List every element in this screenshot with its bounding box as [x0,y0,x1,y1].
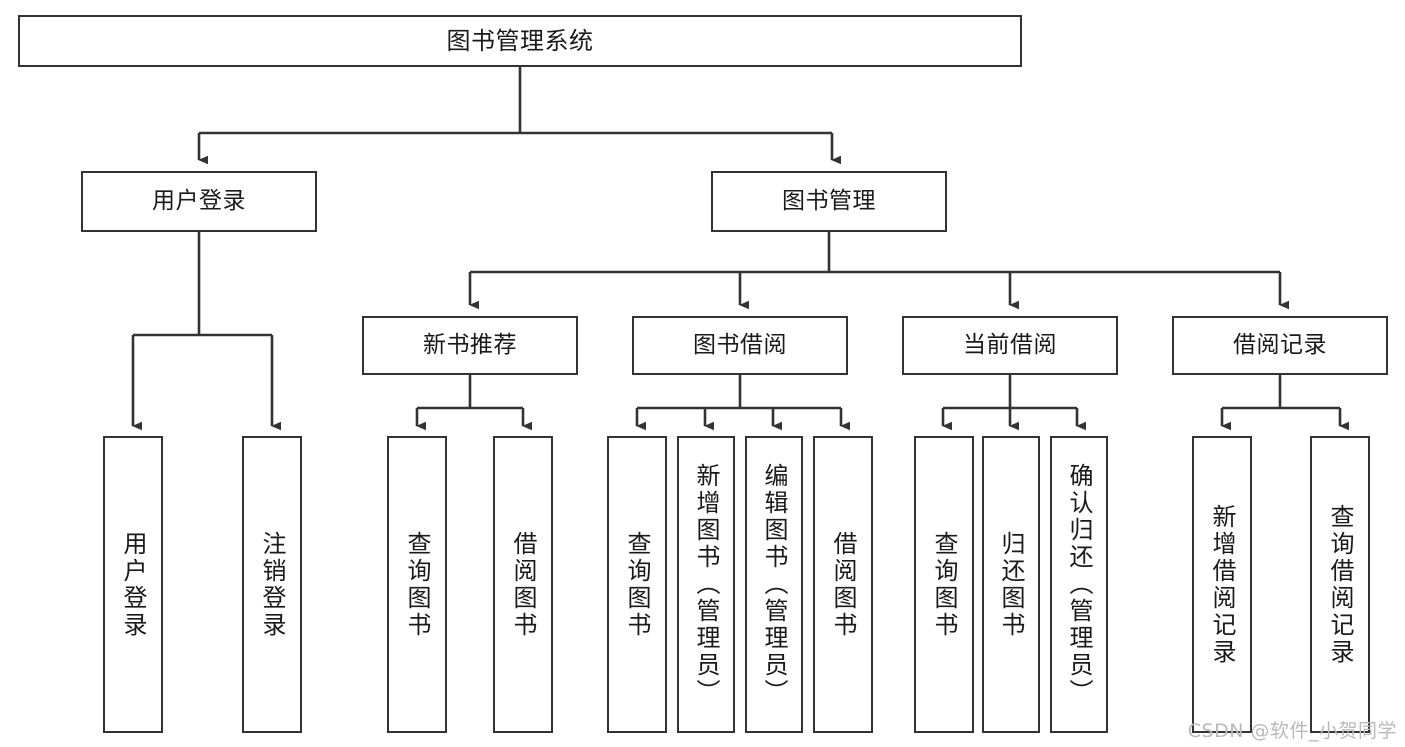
leaf-logout-login[interactable]: 注销登录 [242,436,302,733]
csdn-watermark: CSDN @软件_小贺同学 [1187,720,1397,742]
node-label: 归还图书 [997,530,1025,639]
leaf-query-book-borrow[interactable]: 查询图书 [607,436,667,733]
node-label: 借阅图书 [509,530,537,639]
node-label: 图书管理 [782,188,876,215]
node-label: 借阅图书 [829,530,857,639]
leaf-user-login[interactable]: 用户登录 [103,436,163,733]
node-label: 图书借阅 [693,332,787,359]
node-label: 用户登录 [119,530,147,639]
leaf-edit-book-admin[interactable]: 编辑图书（管理员） [745,436,803,733]
node-label: 图书管理系统 [446,27,594,55]
leaf-borrow-book-new-rec[interactable]: 借阅图书 [493,436,553,733]
leaf-confirm-return-admin[interactable]: 确认归还（管理员） [1050,436,1108,733]
node-label: 查询借阅记录 [1326,503,1354,666]
node-label: 确认归还（管理员） [1065,463,1093,706]
node-borrow-record[interactable]: 借阅记录 [1172,316,1388,375]
node-label: 借阅记录 [1233,332,1327,359]
leaf-query-borrow-record[interactable]: 查询借阅记录 [1310,436,1370,733]
node-label: 当前借阅 [963,332,1057,359]
leaf-add-borrow-record[interactable]: 新增借阅记录 [1192,436,1252,733]
node-root-book-management-system[interactable]: 图书管理系统 [18,15,1022,67]
node-new-book-recommendation[interactable]: 新书推荐 [362,316,578,375]
leaf-borrow-book[interactable]: 借阅图书 [813,436,873,733]
node-label: 用户登录 [152,188,246,215]
leaf-query-book-current[interactable]: 查询图书 [914,436,974,733]
node-label: 查询图书 [930,530,958,639]
leaf-query-book-new-rec[interactable]: 查询图书 [387,436,447,733]
node-label: 新增图书（管理员） [692,463,720,706]
node-label: 注销登录 [258,530,286,639]
node-user-login[interactable]: 用户登录 [81,171,317,232]
leaf-return-book[interactable]: 归还图书 [982,436,1040,733]
node-label: 编辑图书（管理员） [760,463,788,706]
node-label: 新增借阅记录 [1208,503,1236,666]
node-current-borrow[interactable]: 当前借阅 [902,316,1118,375]
node-book-borrow[interactable]: 图书借阅 [632,316,848,375]
node-book-management[interactable]: 图书管理 [711,171,947,232]
node-label: 新书推荐 [423,332,517,359]
leaf-add-book-admin[interactable]: 新增图书（管理员） [677,436,735,733]
node-label: 查询图书 [403,530,431,639]
node-label: 查询图书 [623,530,651,639]
